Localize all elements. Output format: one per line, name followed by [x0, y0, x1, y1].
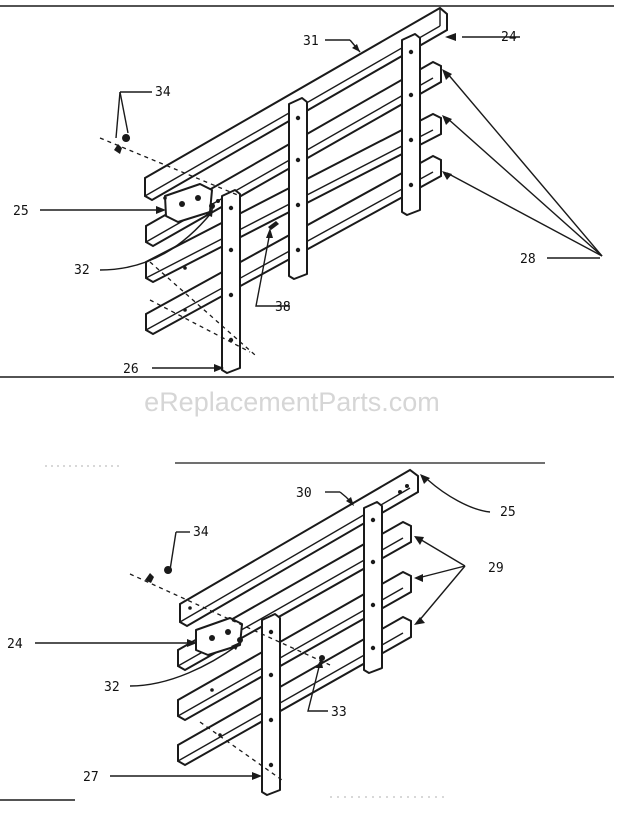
watermark: eReplacementParts.com	[144, 387, 440, 417]
label-34-bottom: 34	[193, 525, 209, 540]
label-24-top: 24	[501, 30, 517, 45]
post-front-27	[261, 613, 281, 796]
screw-33	[319, 655, 325, 661]
bolt-38	[268, 221, 279, 230]
post-right	[363, 501, 383, 674]
bracket-24	[195, 617, 243, 656]
fastener-34-c	[145, 573, 154, 583]
label-38: 38	[275, 300, 291, 315]
label-33: 33	[331, 705, 347, 720]
post-middle	[288, 97, 308, 280]
label-32-bottom: 32	[104, 680, 120, 695]
screw-32	[209, 203, 215, 209]
label-32-top: 32	[74, 263, 90, 278]
label-26: 26	[123, 362, 139, 377]
label-25-top: 25	[13, 204, 29, 219]
label-34-top: 34	[155, 85, 171, 100]
label-27: 27	[83, 770, 99, 785]
screw-32-bottom	[237, 637, 243, 643]
label-31: 31	[303, 34, 319, 49]
top-assembly	[40, 6, 603, 374]
post-right-24	[401, 33, 421, 216]
post-front-26	[221, 189, 241, 374]
label-28: 28	[520, 252, 536, 267]
fastener-34-b	[122, 134, 131, 142]
bottom-assembly	[35, 468, 491, 796]
label-24-bottom: 24	[7, 637, 23, 652]
label-30: 30	[296, 486, 312, 501]
label-25-bottom: 25	[500, 505, 516, 520]
label-29: 29	[488, 561, 504, 576]
fastener-34-a	[114, 144, 122, 154]
